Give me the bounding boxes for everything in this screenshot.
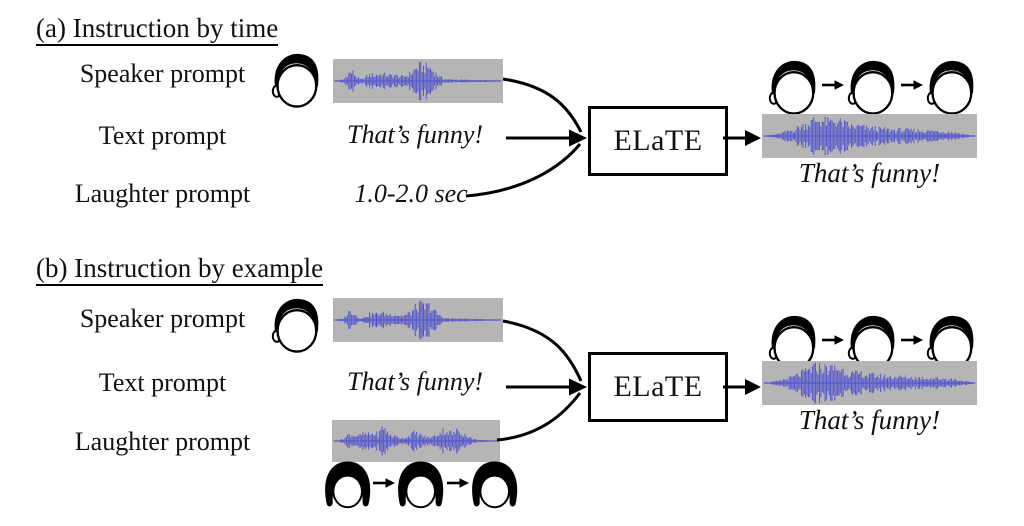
panel-a-laughter-curve-arrow xyxy=(465,143,582,198)
panel-b-output-expression-sequence: undefined undefined undefined xyxy=(766,310,978,374)
boy-face-icon: undefined xyxy=(269,50,323,110)
right-arrow-icon xyxy=(900,78,924,97)
panel-a-title: (a) Instruction by time xyxy=(36,13,279,46)
boy-face-icon: undefined xyxy=(269,295,323,355)
laughing-girl-face-icon: undefined xyxy=(470,455,519,515)
panel-a-output-waveform xyxy=(762,114,977,158)
panel-a-output-arrowhead xyxy=(745,130,761,146)
right-arrow-icon xyxy=(446,476,470,495)
panel-a-speaker-curve-arrow xyxy=(502,77,583,133)
panel-a-output-caption: That’s funny! xyxy=(798,158,941,188)
panel-b-speaker-curve-arrow xyxy=(502,319,583,382)
right-arrow-icon xyxy=(372,476,396,495)
panel-a-title-text: (a) Instruction by time xyxy=(36,13,279,46)
neutral-boy-face-icon: undefined xyxy=(766,312,820,372)
panel-a-laughter-prompt-label: Laughter prompt xyxy=(74,179,251,208)
panel-b-laughter-expression-sequence: undefined undefined undefined xyxy=(323,455,519,515)
panel-a-elate-model-box: ELaTE xyxy=(588,106,728,176)
panel-b-text-prompt-label: Text prompt xyxy=(98,368,227,397)
panel-a-text-prompt-value: That’s funny! xyxy=(346,120,484,149)
panel-b-speaker-prompt-label: Speaker prompt xyxy=(79,304,246,333)
panel-a-speaker-prompt-label: Speaker prompt xyxy=(79,59,246,88)
panel-b-text-prompt-value: That’s funny! xyxy=(346,367,484,396)
panel-b-laughter-prompt-label: Laughter prompt xyxy=(74,427,251,456)
panel-b-output-waveform xyxy=(762,361,977,405)
panel-b-laughter-waveform xyxy=(332,420,500,462)
panel-b-title-text: (b) Instruction by example xyxy=(36,253,324,286)
panel-a-laughter-prompt-value: 1.0-2.0 sec xyxy=(354,179,468,208)
panel-a-text-prompt-label: Text prompt xyxy=(98,121,227,150)
panel-b-laughter-curve-arrow xyxy=(496,392,582,442)
panel-a-output-expression-sequence: undefined undefined undefined xyxy=(766,55,978,119)
laughing-boy-face-icon: undefined xyxy=(924,312,978,372)
panel-b-output-caption: That’s funny! xyxy=(798,405,941,435)
panel-b-merge-arrowhead xyxy=(569,378,587,396)
right-arrow-icon xyxy=(821,333,845,352)
giggling-boy-face-icon: undefined xyxy=(845,57,899,117)
panel-b-output-arrowhead xyxy=(745,379,761,395)
panel-b-elate-model-box: ELaTE xyxy=(588,352,728,422)
panel-b-speaker-waveform xyxy=(333,298,503,342)
giggling-girl-face-icon: undefined xyxy=(396,455,445,515)
laughing-boy-face-icon: undefined xyxy=(924,57,978,117)
right-arrow-icon xyxy=(900,333,924,352)
panel-a-speaker-waveform xyxy=(333,59,503,103)
neutral-boy-face-icon: undefined xyxy=(766,57,820,117)
neutral-girl-face-icon: undefined xyxy=(323,455,372,515)
panel-b-title: (b) Instruction by example xyxy=(36,253,324,286)
panel-a-merge-arrowhead xyxy=(569,129,587,147)
right-arrow-icon xyxy=(821,78,845,97)
